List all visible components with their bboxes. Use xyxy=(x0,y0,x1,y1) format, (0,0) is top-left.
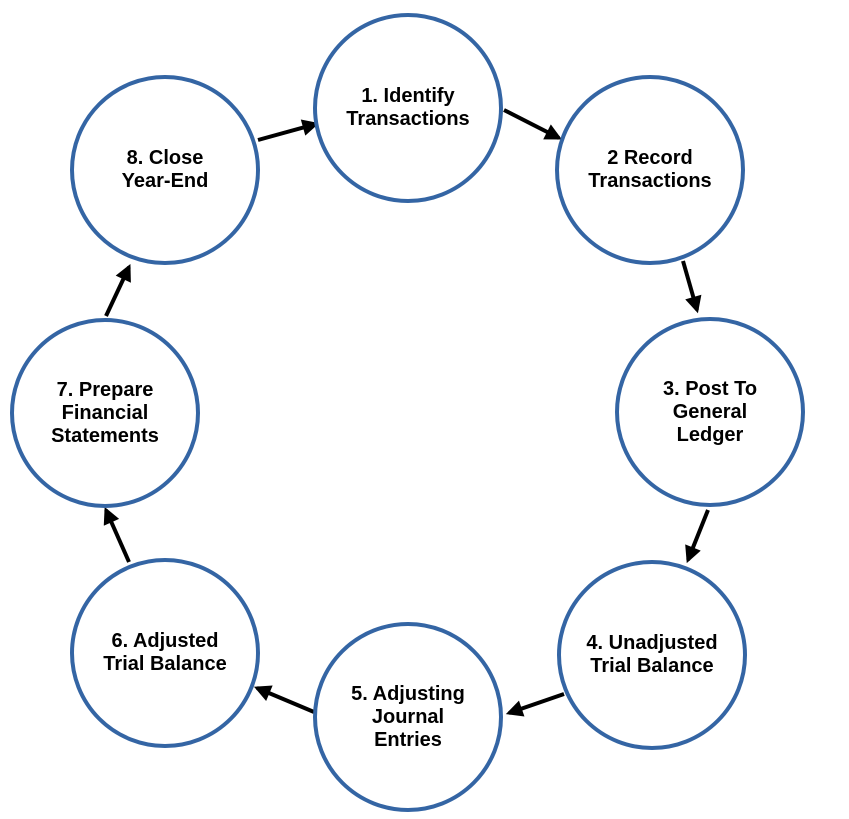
arrow-identify-transactions-to-record-transactions xyxy=(503,108,562,140)
node-identify-transactions: 1. Identify Transactions xyxy=(313,13,503,203)
node-label: 6. Adjusted Trial Balance xyxy=(103,630,227,675)
node-unadjusted-trial-balance: 4. Unadjusted Trial Balance xyxy=(557,560,747,750)
node-label: 8. Close Year-End xyxy=(121,147,209,192)
node-prepare-financial-statements: 7. Prepare Financial Statements xyxy=(10,318,200,508)
node-label: 2 Record Transactions xyxy=(588,147,712,192)
node-label: 1. Identify Transactions xyxy=(346,85,470,130)
node-label: 7. Prepare Financial Statements xyxy=(51,378,159,447)
node-label: 5. Adjusting Journal Entries xyxy=(351,682,465,751)
node-close-year-end: 8. Close Year-End xyxy=(70,75,260,265)
arrow-record-transactions-to-post-to-general-ledger xyxy=(681,260,702,314)
arrow-prepare-financial-statements-to-close-year-end xyxy=(104,263,131,317)
node-adjusted-trial-balance: 6. Adjusted Trial Balance xyxy=(70,558,260,748)
arrow-unadjusted-trial-balance-to-adjusting-journal-entries xyxy=(505,692,565,717)
node-label: 4. Unadjusted Trial Balance xyxy=(586,632,718,677)
arrow-adjusting-journal-entries-to-adjusted-trial-balance xyxy=(253,685,315,714)
node-record-transactions: 2 Record Transactions xyxy=(555,75,745,265)
node-post-to-general-ledger: 3. Post To General Ledger xyxy=(615,317,805,507)
node-adjusting-journal-entries: 5. Adjusting Journal Entries xyxy=(313,622,503,812)
arrow-adjusted-trial-balance-to-prepare-financial-statements xyxy=(103,506,131,563)
node-label: 3. Post To General Ledger xyxy=(662,377,758,446)
arrow-post-to-general-ledger-to-unadjusted-trial-balance xyxy=(685,509,710,564)
arrow-close-year-end-to-identify-transactions xyxy=(257,119,320,142)
